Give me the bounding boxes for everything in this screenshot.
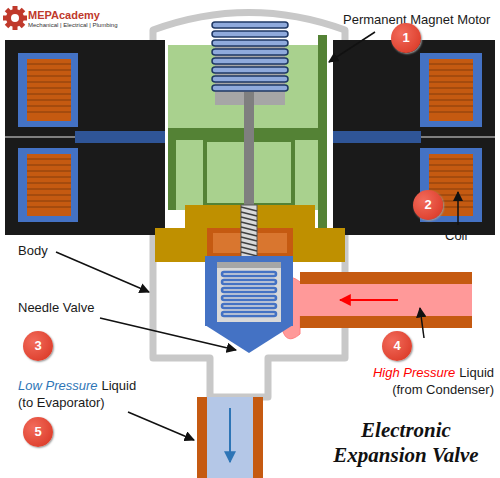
logo-gear	[3, 6, 27, 30]
label-group: Mechanical | Electrical | Plumbing	[28, 21, 118, 29]
part-label: Low Pressure	[18, 378, 97, 393]
callout-circle: 1	[391, 23, 421, 53]
part-label: (from Condenser)	[392, 382, 494, 397]
part-label: Permanent Magnet Motor	[343, 12, 490, 27]
callout-circle: 3	[23, 331, 53, 361]
inlet-pipe	[300, 272, 472, 328]
part-label: Coil	[445, 228, 467, 243]
part-label: (to Evaporator)	[18, 395, 105, 410]
logo-tagline: Mechanical | Electrical | Plumbing	[28, 22, 118, 28]
callout-number: 2	[424, 198, 431, 212]
top-spring	[212, 22, 288, 91]
part-label: Needle Valve	[18, 300, 94, 315]
callout-circle: 5	[23, 417, 53, 447]
label-group: MEPAcademy	[28, 7, 100, 23]
part-label: Liquid	[101, 378, 136, 393]
valve-seat-block	[155, 205, 345, 262]
label-group: Permanent Magnet Motor	[343, 12, 490, 28]
leader-lines	[56, 32, 458, 440]
diagram-title: Electronic Expansion Valve	[322, 418, 490, 468]
callout-circle: 4	[382, 331, 412, 361]
callout-circle: 2	[413, 190, 443, 220]
coil-left	[5, 40, 165, 235]
callout-number: 1	[402, 31, 409, 45]
outlet-pipe	[197, 397, 263, 478]
label-group: (to Evaporator)	[18, 395, 105, 411]
label-group: Low Pressure Liquid	[18, 378, 136, 394]
callout-number: 5	[34, 425, 41, 439]
part-label: High Pressure	[373, 365, 455, 380]
label-group: Body	[18, 243, 48, 259]
valve-body	[153, 13, 345, 398]
part-label: Liquid	[459, 365, 494, 380]
needle-valve	[205, 256, 293, 353]
callout-number: 4	[393, 339, 400, 353]
label-group: Coil	[445, 228, 467, 244]
label-group: (from Condenser)	[392, 382, 494, 398]
shaft	[244, 92, 254, 210]
label-group: Needle Valve	[18, 300, 94, 316]
callout-number: 3	[34, 339, 41, 353]
coil-right	[333, 40, 495, 235]
logo-text: MEPAcademy	[28, 9, 100, 21]
part-label: Body	[18, 243, 48, 258]
threaded-shaft	[241, 205, 257, 260]
label-group: High Pressure Liquid	[373, 365, 494, 381]
